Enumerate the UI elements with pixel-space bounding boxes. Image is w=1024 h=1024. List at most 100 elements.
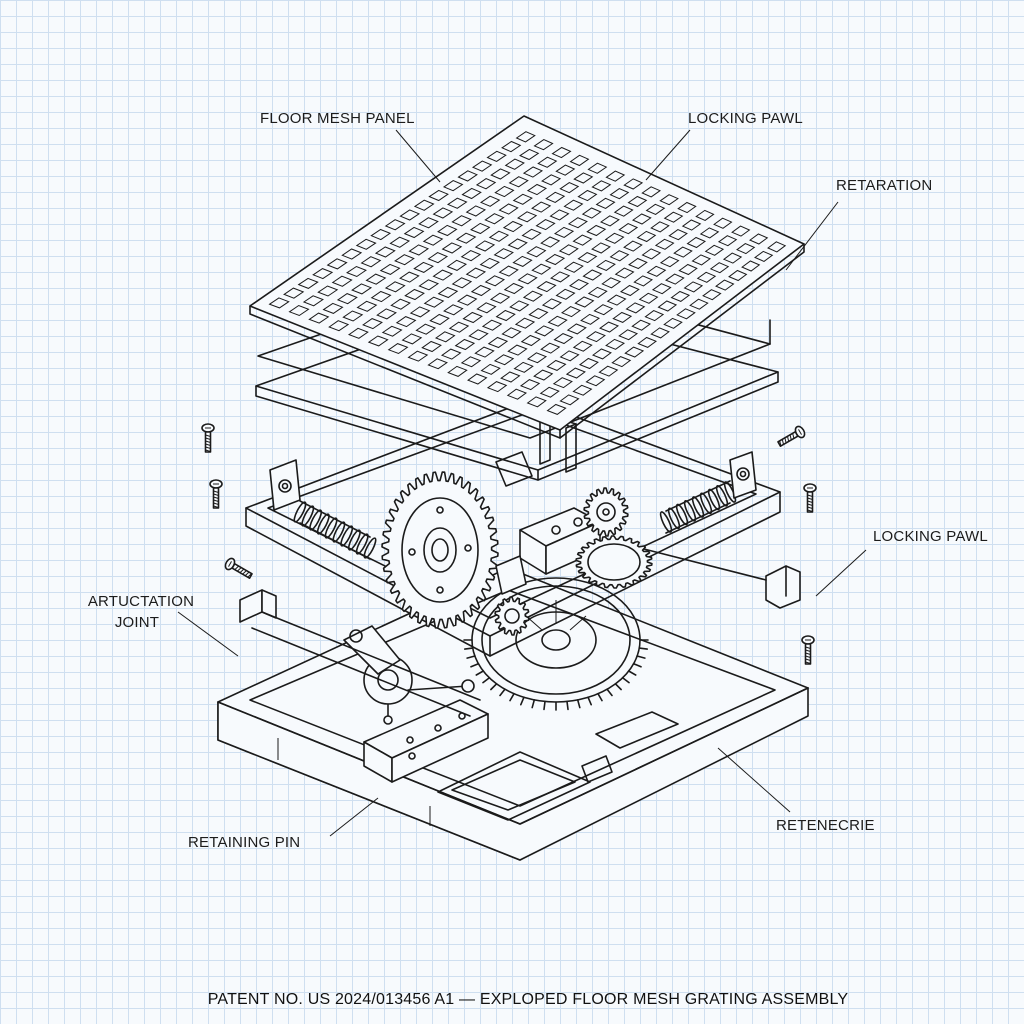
mesh-cell [454, 338, 476, 351]
mesh-cell [376, 308, 397, 320]
mesh-cell [528, 308, 549, 320]
mesh-cell [599, 321, 620, 333]
mesh-cell [534, 325, 555, 337]
side-brackets [239, 547, 801, 717]
mesh-cell [519, 379, 541, 391]
mesh-cell [550, 271, 571, 283]
mesh-cell [709, 262, 730, 274]
mesh-cell [545, 191, 566, 203]
mesh-cell [283, 287, 305, 299]
mesh-cell [460, 356, 482, 368]
label-locking-pawl-top: LOCKING PAWL [688, 110, 803, 127]
mesh-cell [551, 146, 572, 159]
mesh-cell [501, 327, 522, 339]
mesh-cell [646, 265, 667, 277]
mesh-cell [586, 224, 607, 237]
mesh-cell [631, 213, 652, 225]
mesh-cell [722, 252, 743, 264]
label-floor-mesh-panel: FLOOR MESH PANEL [260, 110, 415, 127]
mesh-cell [599, 215, 620, 227]
mesh-cell [504, 158, 525, 170]
mesh-cell [407, 350, 429, 362]
mesh-cell [659, 256, 680, 268]
mesh-cell [480, 363, 501, 375]
mesh-cell [428, 189, 449, 202]
mesh-cell [601, 277, 622, 289]
mesh-cell [500, 371, 521, 383]
small-gear-center [494, 596, 530, 636]
mesh-cell [623, 240, 643, 252]
mesh-cell [699, 227, 720, 239]
mesh-cell [670, 290, 691, 302]
mesh-cell [456, 294, 478, 306]
mesh-cell [577, 189, 598, 202]
mesh-cell [695, 209, 715, 221]
mesh-cell [493, 354, 515, 366]
mesh-cell [413, 261, 434, 273]
mesh-cell [663, 211, 684, 223]
lever-block [363, 699, 489, 783]
mesh-cell [422, 234, 444, 246]
mesh-cell [413, 199, 435, 211]
mesh-cell [754, 250, 774, 262]
mesh-cell [582, 269, 603, 281]
mesh-cell [689, 298, 709, 310]
mesh-cell [612, 311, 633, 323]
mesh-cell [665, 273, 685, 285]
screw [801, 635, 815, 665]
mesh-cell [654, 238, 675, 250]
mesh-cell [399, 209, 421, 221]
mesh-cell [331, 275, 353, 287]
mesh-cell [659, 194, 679, 206]
mesh-cell [663, 317, 683, 329]
mesh-cell [668, 229, 688, 241]
mesh-cell [457, 170, 478, 182]
mesh-cell [624, 346, 645, 358]
mesh-cell [558, 244, 579, 256]
mesh-cell [418, 279, 440, 291]
mesh-cell [567, 217, 588, 229]
screw [209, 479, 223, 509]
mesh-cell [317, 285, 339, 297]
mesh-cell [521, 228, 542, 240]
mesh-cell [595, 197, 616, 209]
mesh-cell [540, 236, 561, 248]
mesh-cell [341, 248, 363, 260]
mesh-cell [704, 244, 725, 256]
mesh-cell [641, 186, 662, 198]
mesh-cell [591, 348, 612, 360]
mesh-cell [618, 329, 639, 341]
mesh-cell [618, 223, 639, 235]
mesh-cell [429, 313, 450, 326]
mesh-cell [619, 284, 640, 297]
mesh-cell [581, 207, 602, 219]
mesh-cell [563, 199, 584, 211]
mesh-cell [512, 255, 533, 267]
mesh-cell [627, 195, 648, 208]
mesh-cell [501, 140, 522, 153]
mesh-cell [484, 213, 505, 225]
mesh-cell [631, 319, 652, 331]
mesh-cell [342, 310, 364, 322]
mesh-cell [585, 331, 606, 343]
mesh-cell [503, 282, 525, 295]
mesh-cell [384, 281, 406, 293]
mesh-cell [443, 304, 464, 316]
lower-drive-gear [463, 577, 649, 711]
mesh-cell [362, 318, 383, 330]
mesh-cell [559, 394, 580, 406]
mesh-cell [585, 375, 606, 387]
mesh-cell [645, 203, 666, 215]
mesh-cell [470, 222, 491, 235]
mesh-cell [462, 311, 483, 324]
mesh-cell [595, 259, 616, 271]
mesh-cell [613, 205, 634, 217]
mesh-cell [625, 302, 646, 314]
mesh-cell [384, 219, 406, 231]
mesh-cell [288, 304, 310, 317]
mesh-cell [555, 288, 576, 300]
mesh-cell [455, 232, 477, 244]
label-retaining-pin: RETAINING PIN [188, 834, 300, 851]
mesh-cell [641, 248, 662, 260]
mesh-cell [546, 359, 567, 371]
